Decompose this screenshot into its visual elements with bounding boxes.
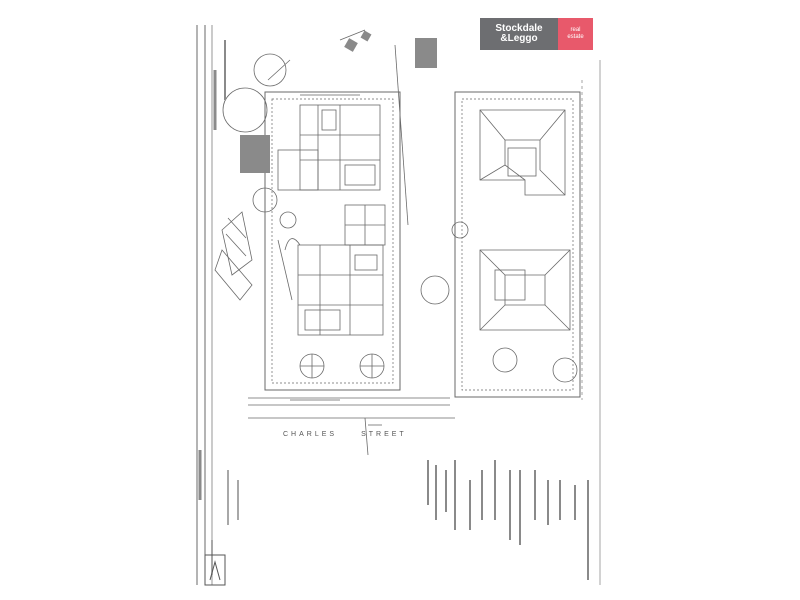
neighbour-building xyxy=(214,211,253,301)
logo-tag-line1: real xyxy=(570,27,581,33)
street-label-word1: CHARLES xyxy=(283,431,338,438)
street-label: CHARLES STREET xyxy=(283,431,407,438)
shaded-area xyxy=(344,38,358,52)
north-area-marks xyxy=(253,29,409,226)
left-lot-boundary xyxy=(264,91,401,391)
logo-tag-line2: estate xyxy=(567,34,584,40)
left-lot-setback xyxy=(271,98,394,384)
right-lot-setback xyxy=(461,98,574,391)
logo-wordmark: Stockdale &Leggo xyxy=(480,18,558,50)
street-frontage xyxy=(248,397,455,456)
agency-logo: Stockdale &Leggo real estate xyxy=(480,18,593,50)
title-box xyxy=(204,554,226,586)
shaded-area xyxy=(360,30,372,42)
logo-tag: real estate xyxy=(558,18,593,50)
dwelling-rear-left xyxy=(277,104,381,191)
roof-plan-rear-right xyxy=(479,109,566,196)
roof-plan-front-right xyxy=(479,249,571,331)
logo-line1: Stockdale xyxy=(495,23,543,34)
street-label-word2: STREET xyxy=(361,431,407,438)
shaded-area xyxy=(415,38,437,68)
legend-notes-block xyxy=(198,40,589,580)
tree-symbols-right xyxy=(420,221,578,383)
shaded-area xyxy=(240,135,270,173)
right-lot-boundary xyxy=(454,91,581,398)
tree-symbols-left xyxy=(222,87,385,379)
carport-left xyxy=(344,204,386,246)
logo-line2: &Leggo xyxy=(500,33,538,44)
title-box-mark xyxy=(209,560,221,581)
dwelling-front-left xyxy=(277,238,384,336)
